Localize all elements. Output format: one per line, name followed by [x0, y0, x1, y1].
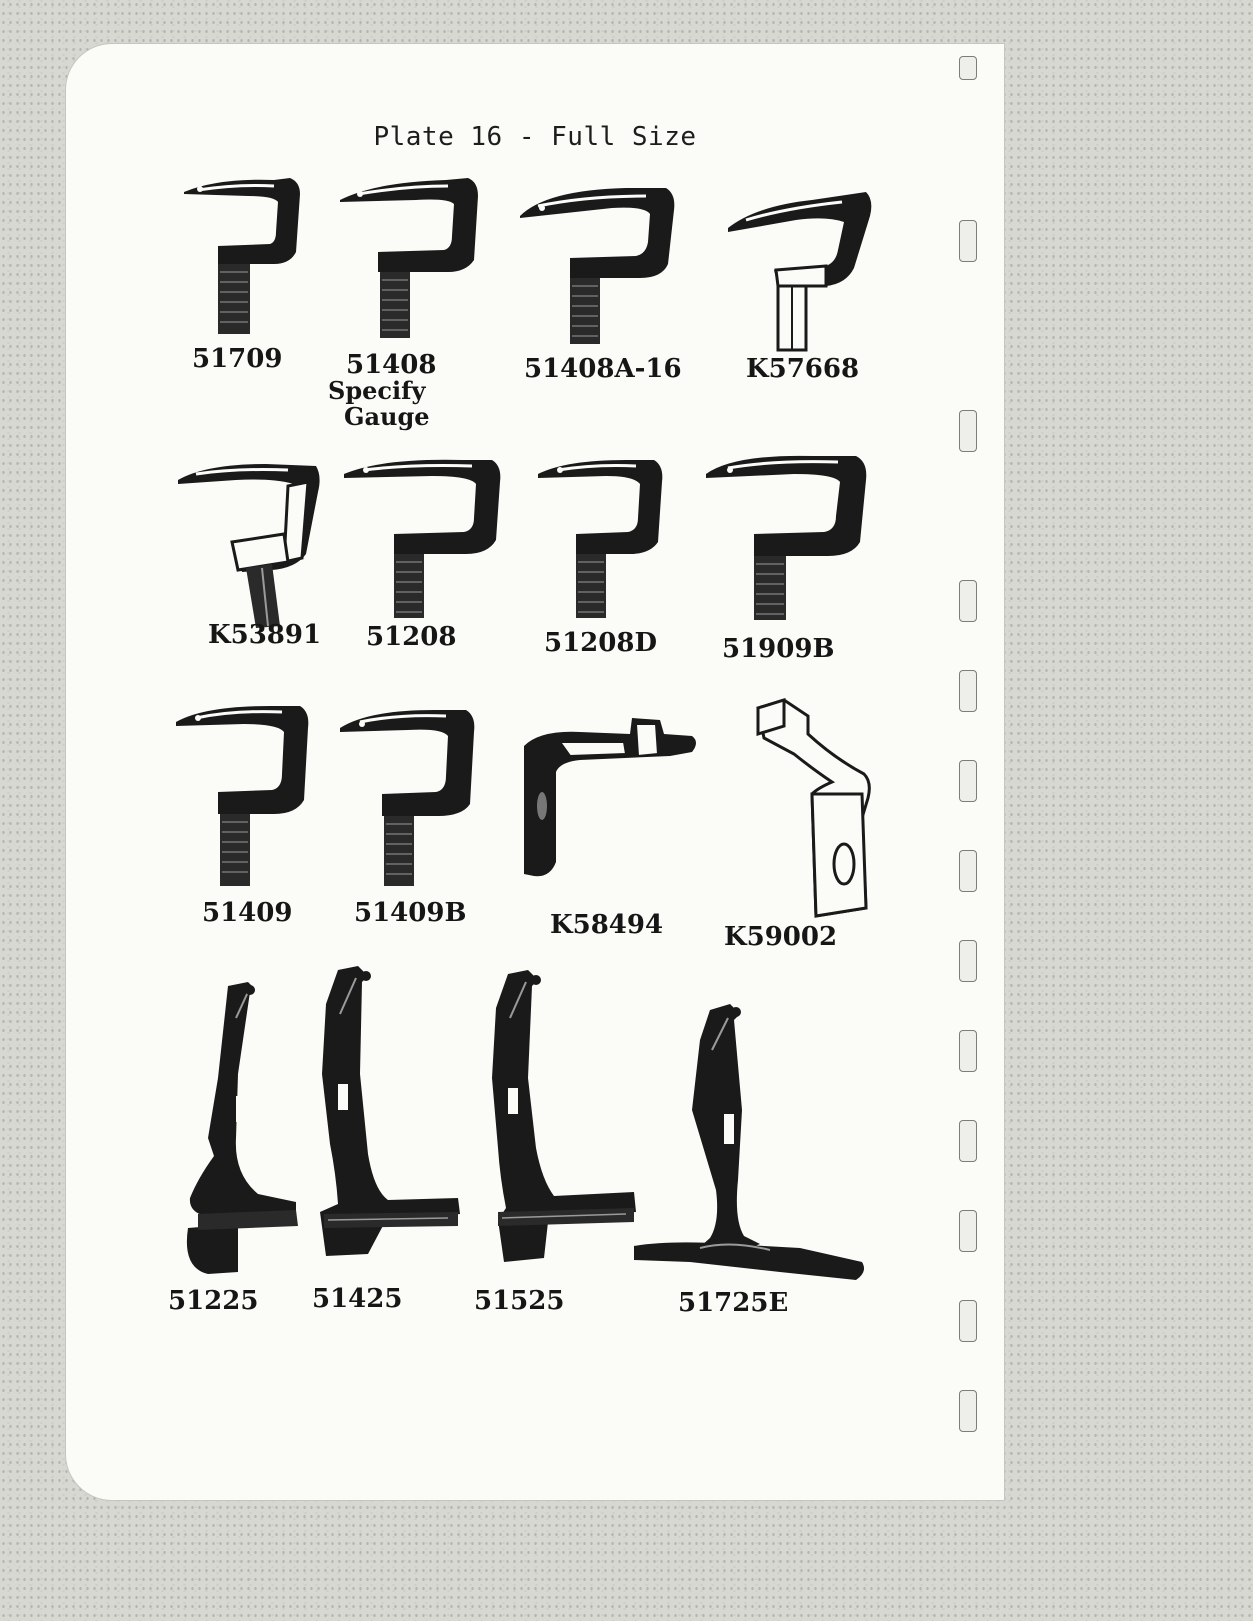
part-label-51725E: 51725E	[678, 1290, 788, 1316]
binder-hole	[959, 850, 977, 892]
part-label-K57668: K57668	[746, 356, 859, 382]
part-label-51409B: 51409B	[354, 900, 466, 926]
part-51909B	[704, 450, 874, 624]
part-label-K53891: K53891	[208, 622, 321, 648]
looper-hook-illustration	[178, 172, 308, 342]
binder-hole	[959, 220, 977, 262]
part-51409	[174, 700, 314, 890]
part-51225	[178, 978, 308, 1288]
plate-title: Plate 16 - Full Size	[66, 122, 1004, 152]
foot-lever-illustration	[178, 978, 308, 1288]
binder-hole	[959, 580, 977, 622]
looper-hook-illustration	[726, 186, 876, 356]
part-51425	[308, 964, 468, 1284]
looper-hook-illustration	[536, 454, 676, 624]
part-K58494	[520, 712, 700, 887]
part-label-51225: 51225	[168, 1288, 258, 1314]
catalog-page: Plate 16 - Full Size 51709	[66, 44, 1004, 1500]
part-label-51409: 51409	[202, 900, 292, 926]
part-label-51425: 51425	[312, 1286, 402, 1312]
looper-hook-illustration	[174, 700, 314, 890]
part-label-51408A-16: 51408A-16	[524, 356, 682, 382]
part-51725E	[630, 1000, 870, 1290]
part-note-gauge: Gauge	[344, 404, 430, 430]
binder-hole	[959, 1120, 977, 1162]
part-label-51525: 51525	[474, 1288, 564, 1314]
part-51709	[178, 172, 308, 342]
part-label-K59002: K59002	[724, 924, 837, 950]
part-51409B	[338, 704, 478, 894]
part-51525	[478, 968, 648, 1288]
part-K53891	[176, 458, 326, 628]
looper-hook-illustration	[338, 704, 478, 894]
part-note-specify: Specify	[328, 378, 425, 404]
part-51208D	[536, 454, 676, 624]
part-51408	[336, 174, 486, 344]
looper-hook-illustration	[336, 174, 486, 344]
binder-hole	[959, 410, 977, 452]
looper-hook-illustration	[342, 454, 507, 624]
binder-hole	[959, 670, 977, 712]
foot-lever-illustration	[478, 968, 648, 1288]
looper-hook-illustration	[516, 182, 681, 352]
part-label-51909B: 51909B	[722, 636, 834, 662]
part-label-51208D: 51208D	[544, 630, 657, 656]
binder-holes	[956, 50, 984, 1480]
part-51408A-16	[516, 182, 681, 352]
binder-hole	[959, 1210, 977, 1252]
foot-lever-illustration	[308, 964, 468, 1284]
binder-hole	[959, 1300, 977, 1342]
part-label-K58494: K58494	[550, 912, 663, 938]
part-51208	[342, 454, 507, 624]
spreader-block-illustration	[754, 698, 884, 928]
binder-hole	[959, 1390, 977, 1432]
spreader-block-illustration	[520, 712, 700, 887]
part-label-51208: 51208	[366, 624, 456, 650]
part-K59002	[754, 698, 884, 928]
part-label-51709: 51709	[192, 346, 282, 372]
binder-hole	[959, 940, 977, 982]
looper-hook-illustration	[176, 458, 326, 628]
looper-hook-illustration	[704, 450, 874, 624]
binder-hole	[959, 760, 977, 802]
foot-lever-illustration	[630, 1000, 870, 1290]
binder-hole	[959, 1030, 977, 1072]
binder-hole	[959, 56, 977, 80]
part-label-51408: 51408	[346, 352, 436, 378]
part-K57668	[726, 186, 876, 356]
